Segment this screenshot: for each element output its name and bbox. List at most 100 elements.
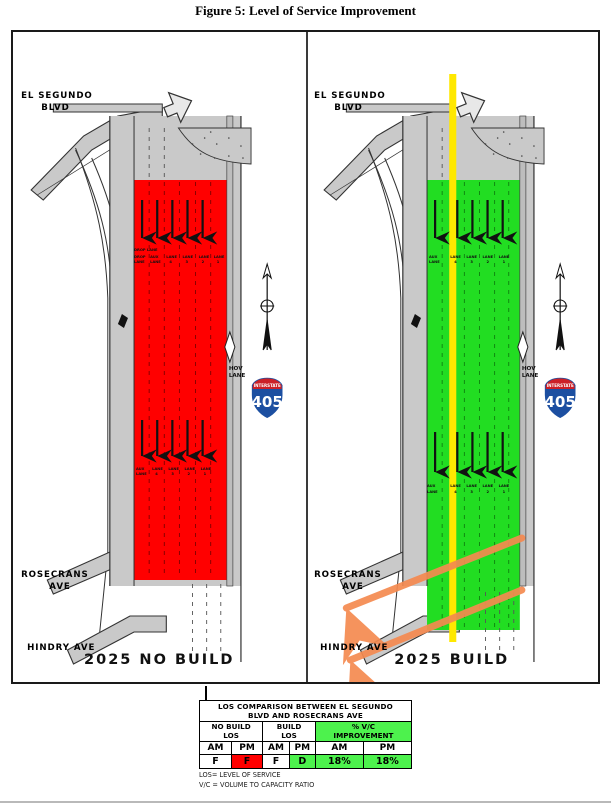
svg-text:LANE: LANE (482, 484, 493, 488)
north-arrow-icon (260, 262, 275, 351)
period-header: PM (362, 741, 413, 756)
svg-text:AUX: AUX (427, 484, 436, 488)
shield-number: 405 (251, 393, 283, 411)
flow-arrows-upper (433, 200, 517, 245)
value-no-build-am: F (199, 754, 232, 770)
street-hindry (66, 615, 167, 665)
svg-text:DROP: DROP (134, 255, 146, 259)
label-hindry-ave: HINDRY AVE (27, 643, 95, 653)
ramp-direction-arrow-icon (163, 91, 193, 124)
label-el-segundo-blvd: EL SEGUNDO (314, 91, 386, 101)
label-el-segundo-blvd-2: BLVD (41, 103, 69, 113)
label-hindry-ave: HINDRY AVE (320, 643, 388, 653)
flow-arrows-lower (433, 432, 517, 479)
period-header: AM (262, 741, 290, 756)
svg-text:AUX: AUX (429, 255, 438, 259)
svg-text:3: 3 (470, 490, 473, 494)
new-ramp-connections-orange (342, 534, 525, 682)
mainline-congested-red (134, 180, 227, 580)
svg-text:LANE: LANE (168, 467, 179, 471)
build-svg: AUX LANE LANE 4 LANE 3 LANE 2 LANE 1 AUX… (314, 74, 577, 682)
svg-text:LANE: LANE (450, 484, 461, 488)
svg-text:2: 2 (486, 260, 489, 264)
svg-text:LANE: LANE (184, 467, 195, 471)
interstate-405-shield: INTERSTATE 405 (542, 376, 577, 420)
hov-diamond-icon (516, 330, 528, 364)
svg-text:1: 1 (204, 472, 207, 476)
table-row-values: F F F D 18% 18% (199, 754, 413, 770)
build-diagram: AUX LANE LANE 4 LANE 3 LANE 2 LANE 1 AUX… (306, 32, 599, 682)
period-header: AM (314, 741, 364, 756)
svg-text:1: 1 (502, 490, 505, 494)
svg-text:AUX: AUX (136, 467, 145, 471)
svg-text:LANE: LANE (182, 255, 193, 259)
svg-text:LANE: LANE (450, 255, 461, 259)
page-bottom-rule (0, 801, 611, 803)
group-build-los: BUILD LOS (262, 720, 316, 743)
hov-label-left: HOV (229, 366, 243, 372)
label-el-segundo-blvd: EL SEGUNDO (21, 91, 93, 101)
table-footnotes: LOS= LEVEL OF SERVICE V/C = VOLUME TO CA… (199, 771, 459, 790)
svg-text:4: 4 (155, 472, 158, 476)
svg-text:3: 3 (171, 472, 174, 476)
lane-label: DROP LANE (134, 248, 158, 252)
group-vc-improvement: % V/C IMPROVEMENT (314, 720, 413, 743)
table-connector-line (205, 686, 207, 701)
table-row-periods: AM PM AM PM AM PM (199, 741, 413, 756)
value-build-pm: D (288, 754, 316, 770)
svg-text:LANE: LANE (229, 373, 246, 379)
value-vc-improvement-am: 18% (314, 754, 364, 770)
svg-text:LANE: LANE (466, 484, 477, 488)
svg-text:LANE: LANE (498, 484, 509, 488)
svg-text:AUX: AUX (150, 255, 159, 259)
panel-no-build: DROP LANE DROP LANE AUX LANE LANE 4 LANE… (13, 32, 306, 682)
ramp-direction-arrow-icon (455, 91, 485, 124)
panel-build: AUX LANE LANE 4 LANE 3 LANE 2 LANE 1 AUX… (306, 32, 599, 682)
svg-text:LANE: LANE (427, 490, 438, 494)
lane-labels-upper-right: AUX LANE LANE 4 LANE 3 LANE 2 LANE 1 (429, 255, 510, 264)
svg-text:2: 2 (486, 490, 489, 494)
caption-no-build: 2025 NO BUILD (84, 652, 235, 668)
svg-text:LANE: LANE (199, 255, 210, 259)
table-row-title: LOS COMPARISON BETWEEN EL SEGUNDO BLVD A… (199, 700, 412, 722)
svg-text:LANE: LANE (466, 255, 477, 259)
flow-arrows-lower (140, 420, 218, 463)
footnote-los: LOS= LEVEL OF SERVICE (199, 771, 281, 779)
lane-labels-upper-left: DROP LANE DROP LANE AUX LANE LANE 4 LANE… (134, 248, 225, 264)
value-no-build-pm: F (230, 754, 264, 770)
svg-text:LANE: LANE (482, 255, 493, 259)
svg-text:4: 4 (454, 490, 457, 494)
label-el-segundo-blvd-2: BLVD (334, 103, 362, 113)
period-header: PM (230, 741, 264, 756)
mainline-improved-green (426, 180, 520, 630)
group-label-line2: LOS (223, 730, 239, 740)
group-label-line2: IMPROVEMENT (333, 730, 394, 740)
label-rosecrans-ave: ROSECRANS (314, 570, 382, 580)
svg-text:LANE: LANE (201, 467, 212, 471)
group-label-line1: % V/C (351, 722, 376, 731)
svg-text:1: 1 (502, 260, 505, 264)
shield-number: 405 (544, 393, 576, 411)
period-header: AM (199, 741, 232, 756)
group-no-build-los: NO BUILD LOS (198, 720, 264, 743)
footnote-vc: V/C = VOLUME TO CAPACITY RATIO (199, 780, 315, 789)
lane-labels-lower-right: AUX LANE LANE 4 LANE 3 LANE 2 LANE 1 (427, 484, 510, 494)
new-hov-lane-yellow (448, 74, 456, 642)
value-build-am: F (262, 754, 290, 770)
no-build-svg: DROP LANE DROP LANE AUX LANE LANE 4 LANE… (21, 91, 285, 665)
svg-text:LANE: LANE (152, 467, 163, 471)
north-arrow-icon (552, 262, 567, 351)
label-rosecrans-ave-2: AVE (342, 582, 363, 592)
value-vc-improvement-pm: 18% (362, 754, 413, 770)
svg-text:2: 2 (187, 472, 190, 476)
group-label-line2: LOS (281, 730, 297, 740)
los-comparison-table: LOS COMPARISON BETWEEN EL SEGUNDO BLVD A… (198, 700, 413, 770)
svg-text:LANE: LANE (166, 255, 177, 259)
caption-build: 2025 BUILD (394, 652, 510, 668)
no-build-diagram: DROP LANE DROP LANE AUX LANE LANE 4 LANE… (13, 32, 306, 682)
svg-text:LANE: LANE (521, 373, 538, 379)
label-rosecrans-ave-2: AVE (49, 582, 70, 592)
shield-top-text: INTERSTATE (546, 383, 573, 388)
svg-text:3: 3 (185, 260, 188, 264)
lane-labels-lower-left: AUX LANE LANE 4 LANE 3 LANE 2 LANE 1 (136, 467, 212, 476)
